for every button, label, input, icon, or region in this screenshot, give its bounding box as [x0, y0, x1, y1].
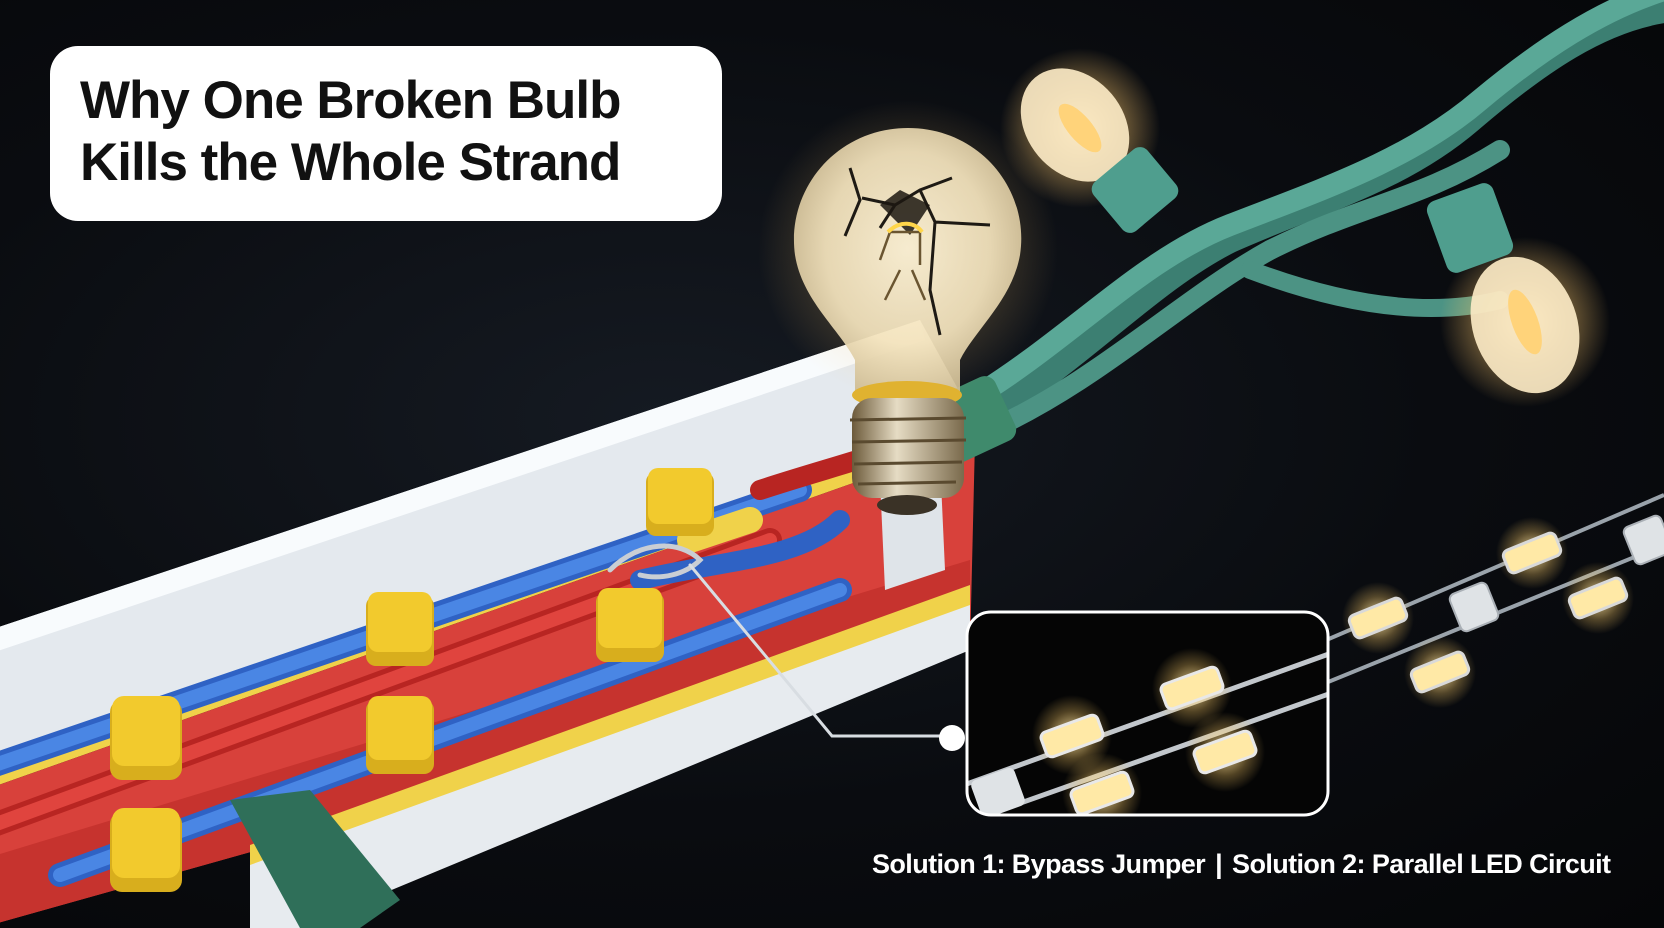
glowing-bulb: [1000, 48, 1179, 233]
bypass-jumper-wire-icon: [607, 543, 965, 751]
caption-separator: |: [1215, 849, 1223, 879]
title-card: Why One Broken Bulb Kills the Whole Stra…: [50, 46, 722, 221]
led-chip: [1501, 531, 1563, 575]
led-chip: [1409, 650, 1471, 694]
solutions-caption: Solution 1: Bypass Jumper | Solution 2: Pa…: [872, 844, 1612, 884]
led-connector-block: [1622, 514, 1664, 566]
parallel-led-strand-inset-icon: [965, 610, 1330, 817]
cracked-incandescent-bulb-icon: [758, 100, 1058, 515]
glowing-bulb: [1426, 183, 1610, 407]
wire-clips: [110, 468, 714, 892]
led-strand-background: [1209, 493, 1664, 724]
led-chip: [1347, 596, 1409, 640]
title-line-1: Why One Broken Bulb: [80, 71, 621, 130]
solution-2-label: Solution 2: Parallel LED Circuit: [1232, 849, 1611, 879]
led-chip: [1567, 576, 1629, 620]
led-connector-block: [1448, 581, 1500, 633]
solution-1-label: Solution 1: Bypass Jumper: [872, 849, 1206, 879]
title-line-2: Kills the Whole Strand: [80, 133, 621, 192]
